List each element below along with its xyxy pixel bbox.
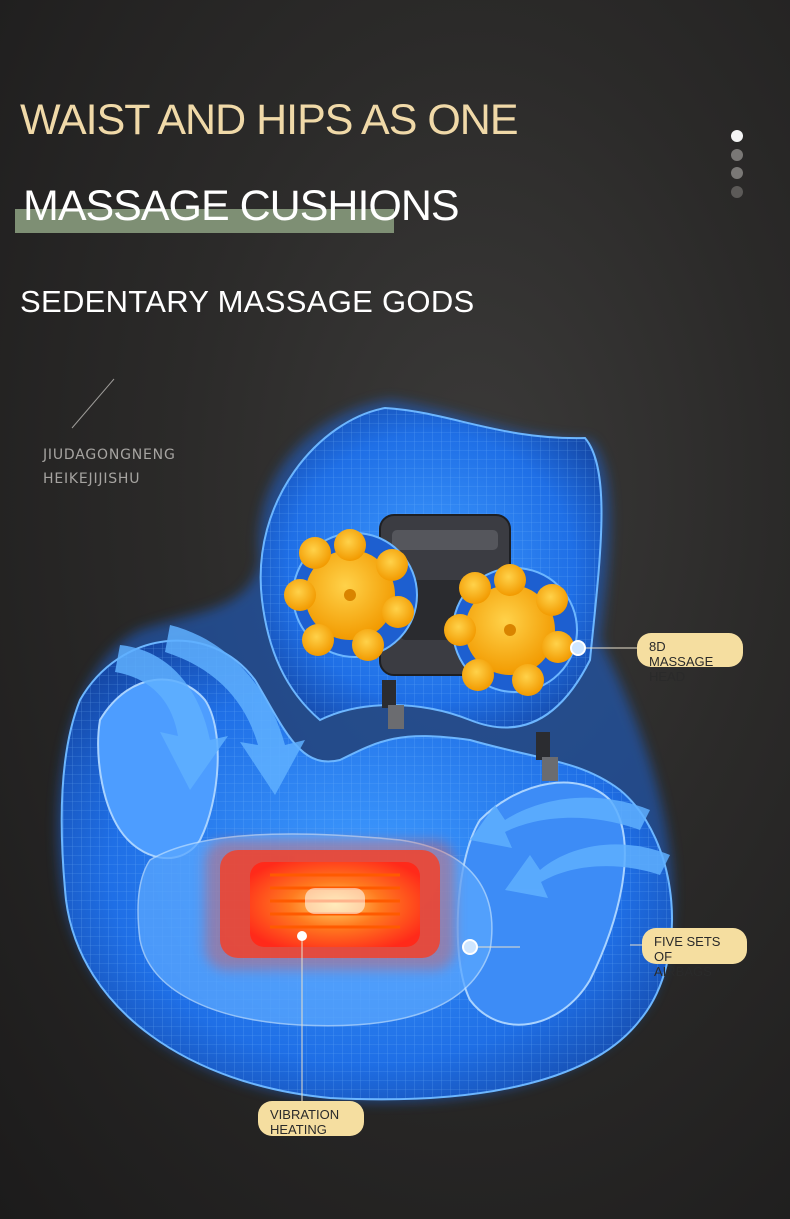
pager-dot-1[interactable] — [731, 130, 743, 142]
massage-cushion-illustration — [58, 400, 673, 1102]
headline: WAIST AND HIPS AS ONE — [20, 96, 519, 144]
massage-head-right — [444, 564, 574, 696]
callout-dot-airbag — [462, 939, 478, 955]
subtitle-block: MASSAGE CUSHIONS — [15, 178, 460, 236]
callout-massage-head-line2: HEAD — [649, 669, 686, 684]
airflow-arrows — [115, 625, 670, 898]
callout-lines — [301, 647, 642, 1102]
carousel-pager — [731, 130, 745, 204]
pager-dot-4[interactable] — [731, 185, 743, 198]
tagline: SEDENTARY MASSAGE GODS — [20, 284, 475, 319]
callout-airbags-line2: AIRBAGS — [654, 964, 712, 979]
subtitle-highlight-band — [15, 209, 394, 233]
callout-airbags-line1: FIVE SETS OF — [654, 934, 721, 964]
decorative-slash — [71, 378, 115, 429]
callout-heating-line2: HEATING — [270, 1122, 327, 1137]
callout-massage-head: 8D MASSAGE HEAD — [637, 633, 743, 684]
connector-pins — [382, 680, 558, 781]
decorative-text-2: HEIKEJIJISHU — [43, 471, 141, 487]
decorative-text-1: JIUDAGONGNENG — [43, 447, 176, 463]
callout-heating: VIBRATION HEATING — [258, 1101, 364, 1137]
callout-airbags: FIVE SETS OF AIRBAGS — [642, 928, 747, 979]
heating-pad — [205, 840, 455, 970]
pager-dot-3[interactable] — [731, 167, 743, 179]
massage-head-left — [284, 529, 414, 661]
subtitle: MASSAGE CUSHIONS — [23, 182, 460, 230]
callout-dot-head — [570, 640, 586, 656]
callout-massage-head-line1: 8D MASSAGE — [649, 639, 714, 669]
callout-heating-line1: VIBRATION — [270, 1107, 340, 1122]
pager-dot-2[interactable] — [731, 148, 743, 161]
callout-dot-heating — [297, 931, 307, 941]
